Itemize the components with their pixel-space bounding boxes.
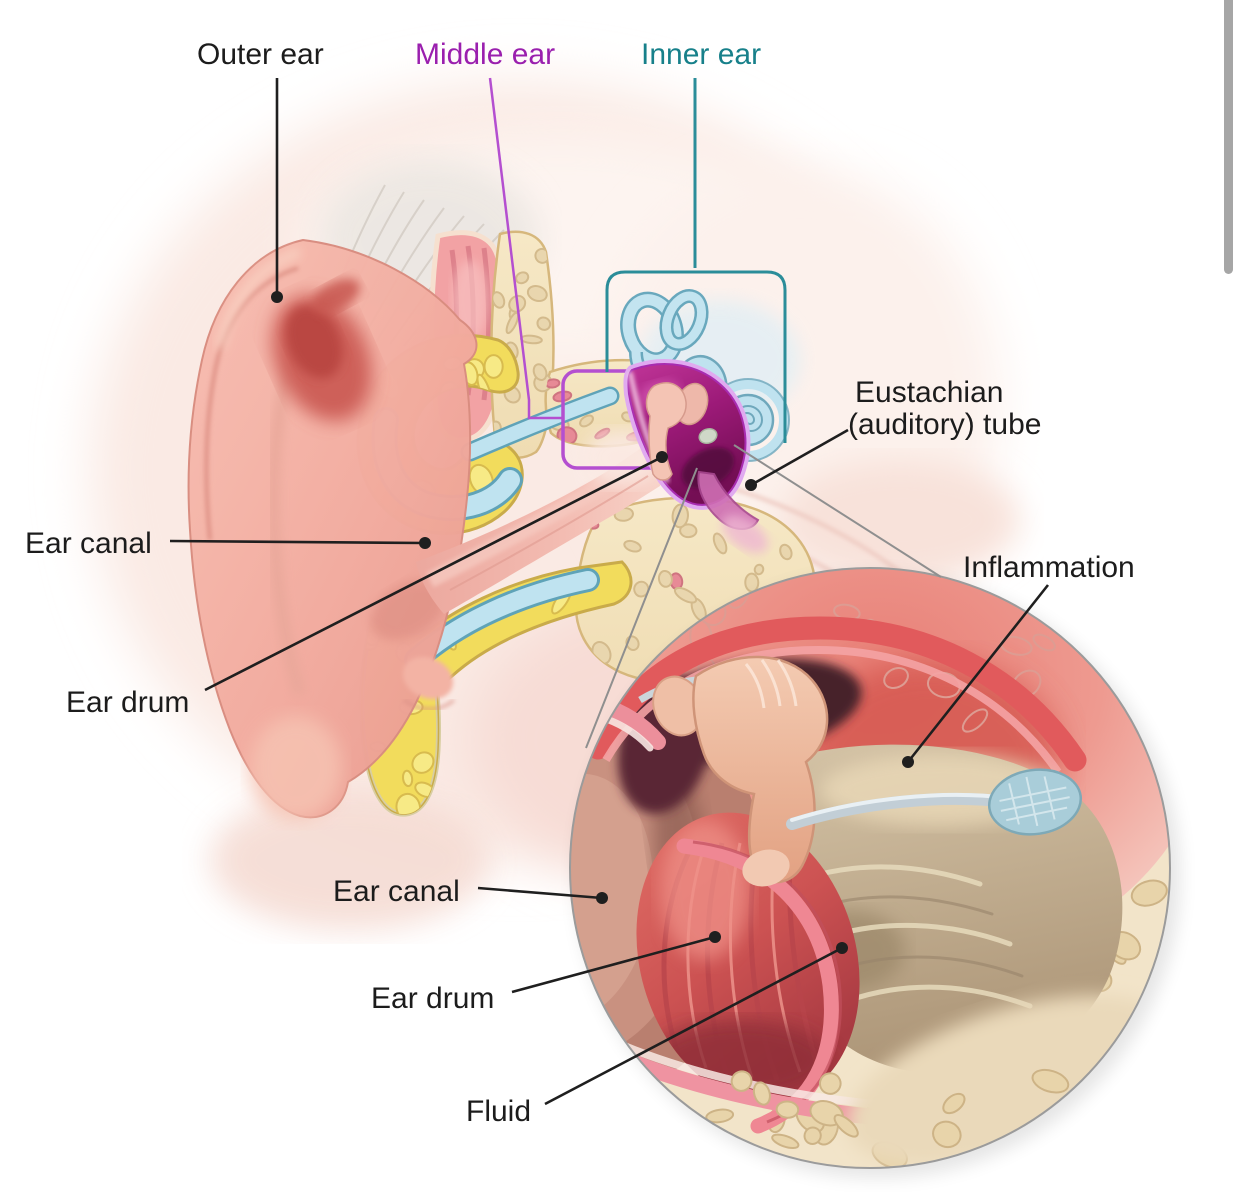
inflammation-leader [906, 584, 1050, 763]
inset-circle-border [569, 567, 1171, 1169]
inset-tendon [786, 768, 1083, 836]
label-inner-ear: Inner ear [641, 38, 761, 71]
ear-canal-leader [169, 539, 426, 545]
ear-canal [416, 430, 662, 614]
label-ear-canal: Ear canal [25, 527, 152, 560]
label-outer-ear: Outer ear [197, 38, 324, 71]
inset-ear-canal-leader [477, 886, 603, 900]
annotations: Outer ear Middle ear Inner ear Eustachia… [25, 38, 1135, 1128]
magnified-inset [569, 567, 1180, 1178]
inset-attic-wall [586, 616, 1087, 772]
label-ear-drum: Ear drum [66, 686, 189, 719]
scrollbar-thumb[interactable] [1224, 0, 1233, 274]
inset-ear-drum-leader [511, 935, 716, 994]
bone-pores [491, 247, 553, 438]
label-inset-ear-drum: Ear drum [371, 982, 494, 1015]
label-inflammation: Inflammation [963, 551, 1135, 584]
inner-ear-bracket [605, 78, 787, 443]
ear-drum-leader [204, 455, 663, 692]
label-middle-ear: Middle ear [415, 38, 555, 71]
label-inset-ear-canal: Ear canal [333, 875, 460, 908]
leader-lines [169, 78, 1050, 1106]
middle-ear-leader [488, 77, 562, 420]
eustachian-leader [750, 428, 849, 487]
label-eustachian-2: (auditory) tube [848, 408, 1041, 441]
fluid-leader [544, 946, 843, 1106]
outer-ear-pinna [187, 238, 478, 820]
leader-dots [271, 291, 914, 954]
label-fluid: Fluid [466, 1095, 531, 1128]
middle-ear-cavity [623, 359, 768, 553]
label-eustachian-1: Eustachian [855, 376, 1003, 409]
magnifier-link-lines [585, 444, 942, 749]
